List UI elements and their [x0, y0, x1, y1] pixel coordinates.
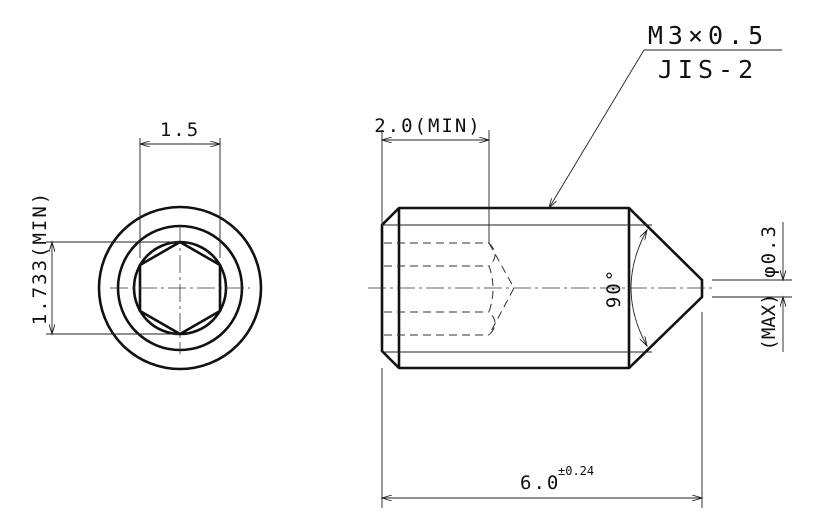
- across-flats-label: 1.5: [160, 119, 200, 141]
- tip-diameter-note: (MAX): [758, 293, 780, 350]
- side-view: 90° 2.0(MIN) 6.0 ±0.24 φ0.3 (MAX) M3×0.5…: [368, 21, 792, 508]
- thread-leader-line: [549, 49, 645, 208]
- thread-spec-label: M3×0.5: [648, 21, 768, 50]
- across-corners-label: 1.733(MIN): [29, 191, 51, 325]
- cone-angle-label: 90°: [603, 268, 625, 308]
- tip-diameter-label: φ0.3: [758, 224, 780, 278]
- thread-standard-label: JIS-2: [658, 55, 758, 84]
- end-view: 1.5 1.733(MIN): [29, 119, 263, 371]
- outer-circle: [97, 205, 263, 371]
- socket-depth-label: 2.0(MIN): [374, 115, 482, 137]
- overall-length-tolerance: ±0.24: [558, 464, 594, 478]
- cone-angle-arc: [630, 230, 647, 346]
- hidden-socket: [384, 242, 515, 336]
- overall-length-label: 6.0: [520, 472, 560, 494]
